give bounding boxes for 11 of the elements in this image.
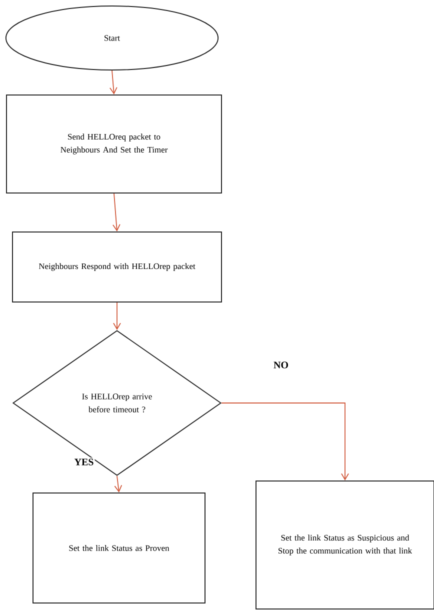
edge-label: NO <box>272 360 290 370</box>
process-box: Set the link Status as Proven <box>32 492 206 604</box>
arrow <box>221 402 349 480</box>
arrow <box>110 70 118 94</box>
arrow <box>114 476 122 492</box>
arrow <box>113 302 121 330</box>
arrow <box>112 193 120 232</box>
process-box: Neighbours Respond with HELLOrep packet <box>12 232 222 302</box>
process-box: Send HELLOreq packet to Neighbours And Set the Timer <box>6 94 222 194</box>
edge-label: YES <box>73 458 95 466</box>
process-box: Set the link Status as Suspicious and Stop the communication with that link <box>256 480 434 610</box>
